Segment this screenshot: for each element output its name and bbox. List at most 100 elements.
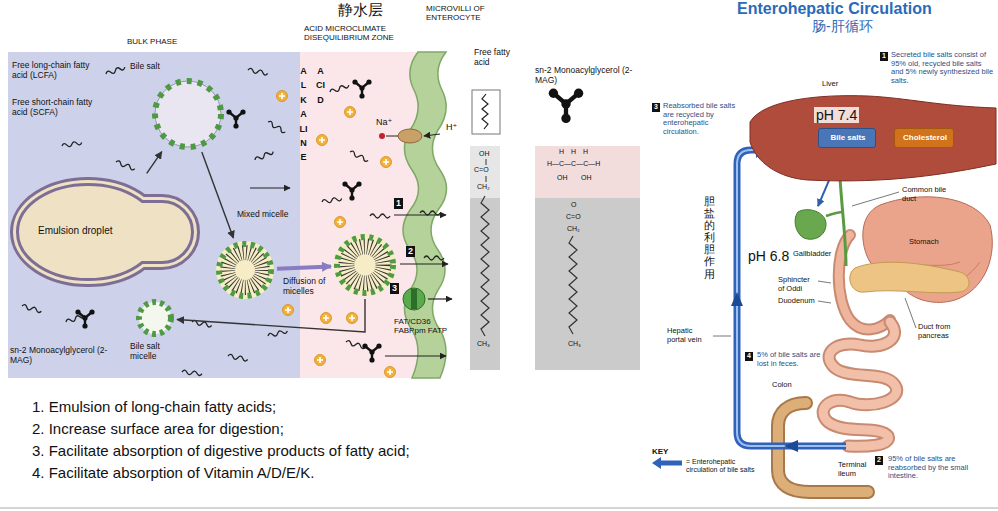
node-label: Diffusion of micelles <box>283 277 343 297</box>
droplet-body <box>155 81 221 147</box>
legend-arrowhead <box>652 457 661 469</box>
mag-icon <box>75 309 94 328</box>
cation <box>321 313 332 324</box>
small-intestine <box>823 322 897 446</box>
loop-arrowhead <box>784 440 798 452</box>
node-label: FAT/CD36 FABPpm FATP <box>394 317 450 335</box>
text-label: Duodenum <box>778 297 815 306</box>
node-label: Gallbladder <box>793 250 831 259</box>
text-label: BULK PHASE <box>127 37 177 46</box>
text-label: CH₂ <box>477 183 490 191</box>
text-label: Sphincter of Oddi <box>778 276 818 293</box>
text-label: 静水层 <box>338 1 383 18</box>
leader-line <box>852 192 899 206</box>
fatty-acid-icon-box <box>472 90 500 134</box>
connector-arrow <box>147 152 162 174</box>
text-label: Secreted bile salts consist of 95% old, … <box>891 51 995 86</box>
fatty-acid-head <box>470 146 500 198</box>
callout-number: 1 <box>880 52 888 61</box>
cation <box>317 135 328 146</box>
text-label: Free long-chain fatty acid (LCFA) <box>12 61 104 81</box>
uptake-arrow <box>400 263 448 264</box>
cation <box>385 367 396 378</box>
fatty-acid <box>248 68 268 75</box>
cation <box>345 107 356 118</box>
mag-icon <box>362 343 381 362</box>
node-label: Emulsion droplet <box>38 225 112 237</box>
text-label: pH 6.8 <box>748 248 789 264</box>
node-label: Liver <box>822 80 838 89</box>
text-label: OH <box>479 150 490 158</box>
exchange-arrow <box>386 136 398 137</box>
enterohepatic-loop <box>737 150 846 446</box>
fatty-acid-squiggles <box>21 65 444 375</box>
shape-outline <box>152 78 224 150</box>
figure-title: Enterohepatic Circulation <box>737 0 932 18</box>
enterohepatic-loop-inner <box>737 150 846 446</box>
legend-text: = Enterohepatic circulation of bile salt… <box>686 458 760 474</box>
fatty-acid <box>21 304 41 313</box>
leader-line <box>905 298 916 328</box>
text-label: H <box>583 148 588 156</box>
fatty-acid <box>345 340 365 349</box>
fatty-acid-icon <box>482 94 488 129</box>
text-label: ALKALINE <box>299 64 308 165</box>
micelle-core <box>237 262 254 279</box>
text-label: OH <box>557 174 568 182</box>
text-label: 2. Increase surface area for digestion; <box>32 420 284 437</box>
cation <box>277 91 288 102</box>
callout-number: 2 <box>406 246 415 257</box>
liver-outline <box>750 96 996 181</box>
text-label: pH 7.4 <box>814 107 859 123</box>
emulsion-droplet: Emulsion droplet <box>8 175 203 290</box>
text-label: O <box>571 201 576 209</box>
shape-outline <box>402 287 426 311</box>
node-label: Mixed micelle <box>237 210 289 220</box>
text-label: Colon <box>772 381 792 390</box>
fatty-acid <box>105 65 125 76</box>
bile-salts-box: Bile salts <box>818 128 876 148</box>
leader-line <box>713 336 731 337</box>
fatty-acid <box>267 120 286 133</box>
shape-outline <box>135 298 175 338</box>
text-label: ACID <box>316 64 325 107</box>
fatty-acid <box>228 354 248 361</box>
transporter-channel <box>411 289 417 309</box>
fatty-acid <box>424 256 444 260</box>
text-label: OH <box>581 174 592 182</box>
micelle-lipid-tails <box>228 253 263 288</box>
legend-line-sample <box>658 461 682 466</box>
uptake-arrow <box>385 355 446 356</box>
bile-salt-droplet: Bile salt <box>152 78 224 150</box>
connector-arrow <box>277 266 331 268</box>
mixed-micelle: Mixed micelle <box>215 240 275 300</box>
bond <box>486 176 487 182</box>
text-label: Free short-chain fatty acid (SCFA) <box>12 98 104 118</box>
mag-icon <box>226 109 245 128</box>
text-label: ACID MICROCLIMATE DISEQUILIBRIUM ZONE <box>304 24 424 42</box>
callout-number: 1 <box>394 198 403 209</box>
cation <box>335 217 346 228</box>
callout-number: 3 <box>390 283 399 294</box>
flow-arrow <box>250 187 290 188</box>
fatty-acid <box>254 150 274 162</box>
mag-icon <box>352 79 371 98</box>
monoacylglycerol-icons <box>75 79 381 362</box>
mag-column <box>535 198 640 370</box>
fatty-acid <box>267 329 287 338</box>
text-label: sn-2 Monoacylglycerol (2-MAG) <box>535 66 643 86</box>
bile-salt-micelle: Bile salt micelle <box>135 298 175 338</box>
text-label: Na⁺ <box>376 117 392 127</box>
micelle-body <box>139 302 171 334</box>
text-label: CH₃ <box>477 340 490 348</box>
text-label: 4. Facilitate absorption of Vitamin A/D/… <box>32 464 314 481</box>
shape-outline <box>792 208 828 242</box>
leader-line <box>818 301 831 303</box>
common-bile-duct <box>840 178 846 266</box>
micelle-lipid-tails <box>346 246 383 283</box>
connector-arrow <box>177 299 365 332</box>
fatty-acid-column <box>470 146 500 370</box>
uptake-arrow <box>428 298 452 299</box>
exchange-arrow <box>424 134 440 136</box>
